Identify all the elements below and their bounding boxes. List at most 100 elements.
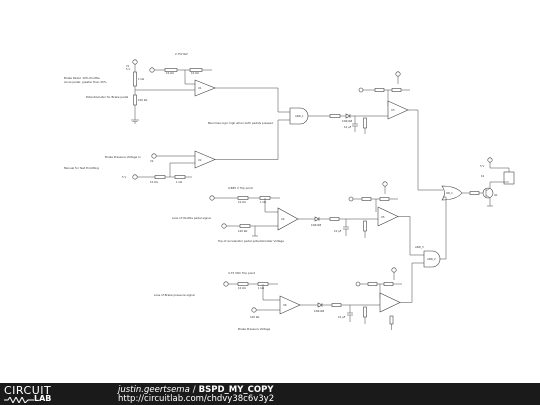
r-bot-gnd <box>389 315 394 325</box>
r-mid-out <box>329 217 340 221</box>
sensor-note: Manual for fast throttling <box>64 166 99 170</box>
r-mid-1-val: 10 kΩ <box>238 200 246 204</box>
v3-source <box>395 71 401 77</box>
author-link[interactable]: justin.geertsema <box>118 385 190 395</box>
v1-label: V1 <box>126 64 130 68</box>
ref-2-value: 5 V <box>122 175 126 179</box>
k1-label: K1 <box>481 174 485 178</box>
ref-source-2 <box>132 174 138 180</box>
r-u5-2 <box>379 197 390 201</box>
throttle-source <box>221 223 227 229</box>
u3-label: U3 <box>391 108 395 112</box>
u4-label: U4 <box>281 217 285 221</box>
ref-source-6 <box>223 281 229 287</box>
ref-source-3 <box>358 87 364 93</box>
v-relay-source <box>487 157 493 163</box>
r-bleed-2 <box>363 220 367 232</box>
footer-bar: CIRCUIT LAB justin.geertsema/BSPD_MY_COP… <box>0 383 540 405</box>
circuit-name[interactable]: BSPD_MY_COPY <box>198 385 274 395</box>
u1-label: U1 <box>198 86 202 90</box>
r-bot-1-val: 10 kΩ <box>238 286 246 290</box>
schematic-drawing: Brake Pedal: 10% throttle Accel pedal: g… <box>64 52 515 331</box>
ref-source-4 <box>209 195 215 201</box>
r-mid-1 <box>237 196 249 200</box>
brake-note: Brake Pedal: 10% throttle <box>64 76 100 80</box>
r-u3-2 <box>391 88 402 92</box>
comparator-u4 <box>277 207 299 231</box>
r-base <box>469 191 480 195</box>
accel-note: Accel pedal: greater than 25% <box>64 80 107 84</box>
r-u7-2 <box>383 282 394 286</box>
u5-label: U5 <box>381 215 385 219</box>
r-mid-2-val: 1 kΩ <box>260 200 266 204</box>
transistor-q1 <box>482 187 494 199</box>
diode-2 <box>314 216 320 222</box>
pot-resistor-top <box>133 71 137 87</box>
u-brake-label: V2 <box>150 159 154 163</box>
top-pot-note: Top of accelerator pedal potentiometer V… <box>217 239 284 243</box>
brake-pressure-in-note: Brake Pressure Voltage In <box>105 155 141 159</box>
logo-text-lab: LAB <box>34 394 52 403</box>
bottom-source-val: 100 kΩ <box>250 315 259 319</box>
and-gate-2 <box>423 250 441 268</box>
brake-signal-source <box>251 307 257 313</box>
pot-brake-note: Potentiometer for Brake pedal <box>86 95 128 99</box>
r-bleed-1 <box>363 117 367 129</box>
r-brake-1 <box>154 175 166 179</box>
ref-source-7 <box>355 281 361 287</box>
r-mid-3-val: 100 kΩ <box>238 229 247 233</box>
diode-3-val: 1N4148 <box>314 309 325 313</box>
circuit-url[interactable]: http://circuitlab.com/chdvy38c6v3y2 <box>118 394 275 404</box>
author-line: justin.geertsema/BSPD_MY_COPY <box>118 386 274 395</box>
separator: / <box>192 385 196 395</box>
comparator-u2 <box>194 150 216 169</box>
circuitlab-logo[interactable]: CIRCUIT LAB <box>4 385 92 403</box>
and-2-label: AND_2 <box>427 257 436 261</box>
or-gate <box>441 185 463 201</box>
ref-source-5 <box>348 196 354 202</box>
r-bot-2-val: 1 kΩ <box>258 286 264 290</box>
loss-throttle-note: Loss of throttle pedal signal <box>172 216 211 220</box>
r-bleed-3 <box>363 306 367 318</box>
comparator-u3 <box>387 100 409 120</box>
q1-label: Q1 <box>494 193 498 197</box>
r-mid-3 <box>239 224 251 228</box>
comparator-u1 <box>194 79 216 97</box>
v-relay-value: 5 V <box>480 164 484 168</box>
loss-brake-note: Loss of Brake pressure signal <box>154 293 195 297</box>
comparator-u6 <box>279 295 301 315</box>
schematic-canvas: Brake Pedal: 10% throttle Accel pedal: g… <box>64 52 515 331</box>
c-3-val: 10 µF <box>338 315 346 319</box>
ref-label-top: 2.75V Ref <box>175 52 188 56</box>
and-3-label: AND_3 <box>415 245 424 249</box>
r-bot-1 <box>237 282 249 286</box>
and-1-label: AND_1 <box>295 114 304 118</box>
v-ref-source-1 <box>149 67 155 73</box>
r-div-2-val: 10 kΩ <box>191 71 199 75</box>
r-brake-2-val: 1 kΩ <box>176 180 182 184</box>
r-bot-out <box>331 303 342 307</box>
u6-label: U6 <box>283 303 287 307</box>
pot-resistor-bottom <box>133 94 137 106</box>
and-gate-1 <box>289 107 309 125</box>
or-label: OR_1 <box>446 191 453 195</box>
logo-wave-icon <box>4 397 34 403</box>
v1-source <box>132 59 138 65</box>
brake-pressure-v-note: Brake Pressure Voltage <box>238 327 271 331</box>
r-div-1-val: 10 kΩ <box>166 71 174 75</box>
logic-high-note: Becomes logic high when both pedals pres… <box>208 121 273 125</box>
logo-text-circuit: CIRCUIT <box>4 384 52 397</box>
r-brake-1-val: 10 kΩ <box>150 180 158 184</box>
brake-pressure-source <box>151 153 157 159</box>
c-2-val: 10 µF <box>334 229 342 233</box>
trip-2-note: 4.75 VDC Trip point <box>228 271 256 275</box>
v1-value: 5 V <box>126 67 130 71</box>
r-pot-bottom: 100 kΩ <box>138 98 147 102</box>
diode-1 <box>345 113 351 119</box>
diode-2-val: 1N4148 <box>311 223 322 227</box>
r-u7-1 <box>367 282 378 286</box>
u2-label: U2 <box>198 158 202 162</box>
r-u3-1 <box>374 88 385 92</box>
r-u5-1 <box>361 197 372 201</box>
diode-3 <box>317 302 323 308</box>
